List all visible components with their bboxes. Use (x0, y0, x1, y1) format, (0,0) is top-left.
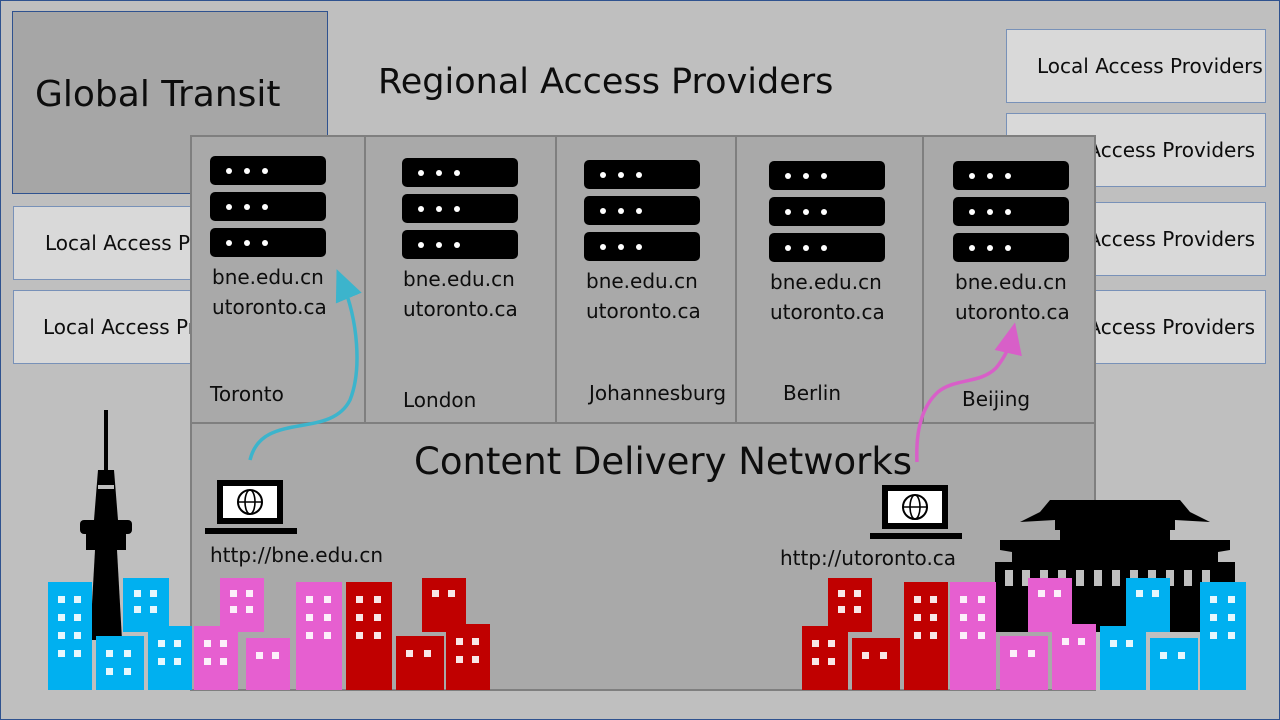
route-arrow-toronto (248, 269, 362, 461)
domain-label: utoronto.ca (586, 299, 701, 323)
domain-label: bne.edu.cn (403, 267, 515, 291)
cached-domains-beijing: bne.edu.cn utoronto.ca (955, 267, 1070, 327)
domain-label: utoronto.ca (212, 295, 327, 319)
global-transit-label: Global Transit (35, 74, 281, 115)
domain-label: utoronto.ca (955, 300, 1070, 324)
cached-domains-berlin: bne.edu.cn utoronto.ca (770, 267, 885, 327)
domain-label: bne.edu.cn (770, 270, 882, 294)
beijing-skyline-icon (802, 500, 1246, 690)
server-rack-icon (769, 161, 885, 269)
cached-domains-toronto: bne.edu.cn utoronto.ca (212, 262, 327, 322)
city-label-johannesburg: Johannesburg (589, 381, 727, 405)
regional-access-title: Regional Access Providers (378, 62, 834, 102)
laptop-icon (205, 480, 297, 534)
cdn-title: Content Delivery Networks (414, 440, 913, 483)
domain-label: bne.edu.cn (212, 265, 324, 289)
city-label-berlin: Berlin (783, 381, 842, 405)
server-rack-icon (402, 158, 518, 266)
server-rack-icon (210, 156, 326, 264)
domain-label: utoronto.ca (770, 300, 885, 324)
server-rack-icon (584, 160, 700, 268)
cached-domains-london: bne.edu.cn utoronto.ca (403, 264, 518, 324)
laptop-icon (870, 485, 962, 539)
city-label-london: London (403, 388, 477, 412)
url-label-left: http://bne.edu.cn (210, 543, 384, 567)
local-access-box-right-1: Local Access Providers (1006, 29, 1266, 103)
cached-domains-johannesburg: bne.edu.cn utoronto.ca (586, 266, 701, 326)
city-label-beijing: Beijing (962, 387, 1031, 411)
server-rack-icon (953, 161, 1069, 269)
city-label-toronto: Toronto (210, 382, 284, 406)
url-label-right: http://utoronto.ca (780, 546, 957, 570)
local-access-label: Local Access Providers (1037, 54, 1263, 78)
route-arrow-beijing (915, 322, 1022, 463)
domain-label: bne.edu.cn (955, 270, 1067, 294)
domain-label: bne.edu.cn (586, 269, 698, 293)
domain-label: utoronto.ca (403, 297, 518, 321)
toronto-skyline-icon (48, 410, 490, 690)
